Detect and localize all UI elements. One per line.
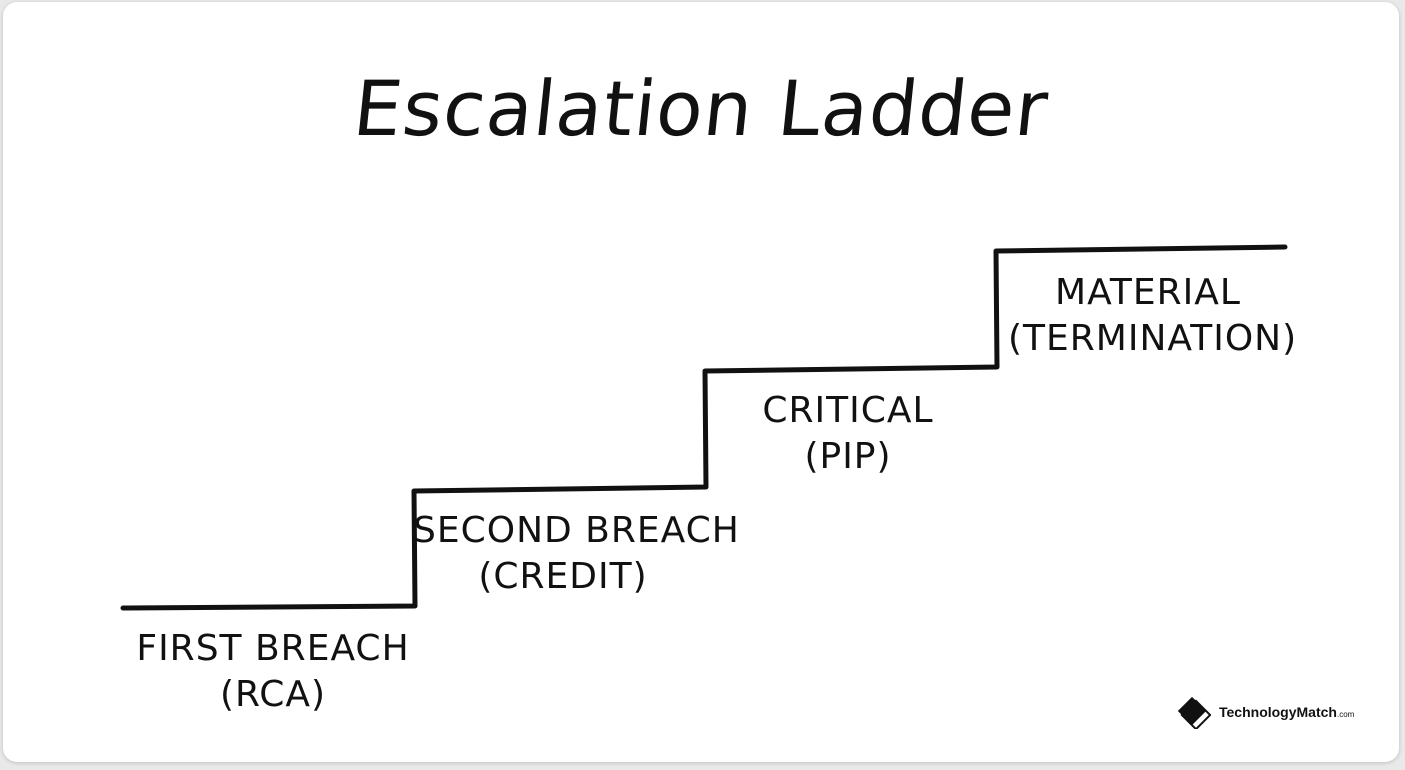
step-name: SECOND BREACH [413, 510, 740, 551]
staircase-line [120, 244, 1288, 611]
step-name: MATERIAL [1055, 272, 1241, 313]
step-action: (CREDIT) [478, 556, 648, 597]
diamond-logo-icon [1177, 696, 1211, 729]
brand-logo: TechnologyMatch.com [1175, 695, 1354, 729]
ladder-staircase [120, 244, 1288, 611]
step-critical: CRITICAL (PIP) [723, 388, 973, 480]
brand-suffix: .com [1336, 710, 1355, 719]
diagram-canvas: Escalation Ladder FIRST BREACH (RCA) SEC… [3, 2, 1399, 762]
step-second-breach: SECOND BREACH (CREDIT) [413, 508, 740, 600]
step-action: (RCA) [219, 674, 327, 715]
step-action: (PIP) [804, 436, 892, 477]
step-name: CRITICAL [762, 390, 934, 431]
step-first-breach: FIRST BREACH (RCA) [133, 626, 413, 718]
step-name: FIRST BREACH [136, 628, 410, 669]
brand-name: TechnologyMatch.com [1219, 704, 1355, 720]
step-action: (TERMINATION) [1008, 318, 1298, 359]
step-material: MATERIAL (TERMINATION) [1008, 270, 1298, 362]
